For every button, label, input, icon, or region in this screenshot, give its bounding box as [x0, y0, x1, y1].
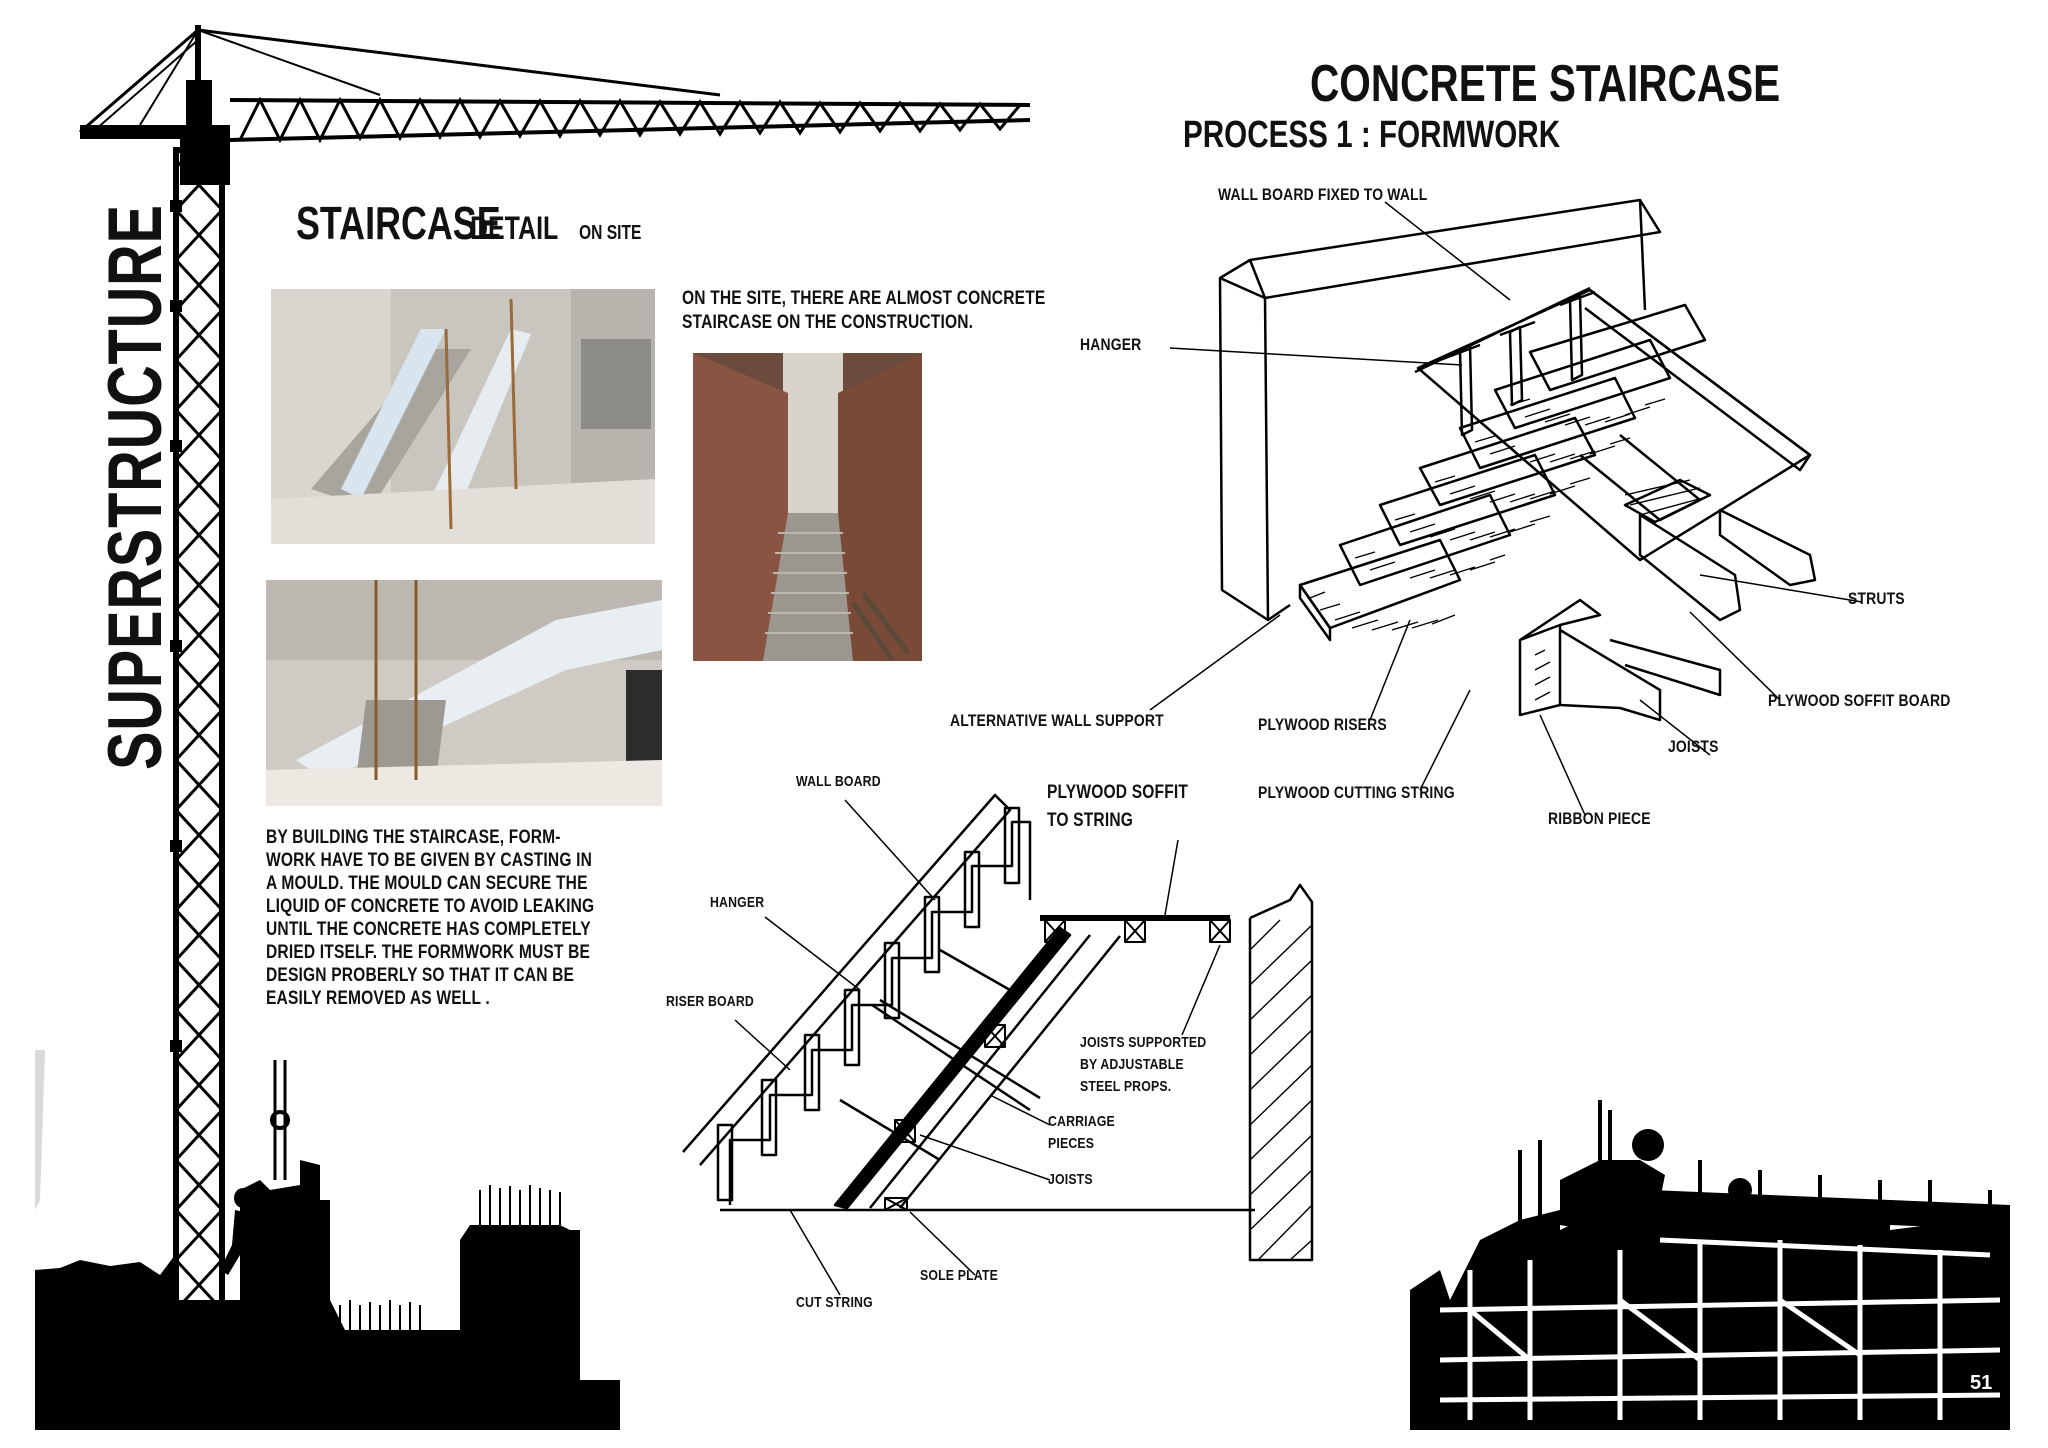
label-hanger-iso: HANGER [1080, 335, 1142, 354]
paragraph-line: EASILY REMOVED AS WELL . [266, 988, 490, 1009]
label-joists-iso: JOISTS [1668, 737, 1719, 756]
paragraph-line: WORK HAVE TO BE GIVEN BY CASTING IN [266, 850, 593, 871]
label-hanger-section: HANGER [710, 894, 765, 911]
site-photo-staircase-1 [271, 289, 655, 544]
heading-on-site: ON SITE [578, 222, 642, 244]
label-plywood-soffit-2: TO STRING [1047, 810, 1134, 831]
label-plywood-risers: PLYWOOD RISERS [1258, 715, 1387, 734]
label-riser-board: RISER BOARD [666, 993, 754, 1010]
label-struts: STRUTS [1848, 589, 1905, 608]
label-joists-supported-1: JOISTS SUPPORTED [1080, 1034, 1207, 1051]
label-ribbon-piece: RIBBON PIECE [1548, 809, 1651, 828]
label-sole-plate: SOLE PLATE [920, 1267, 998, 1284]
label-plywood-soffit-1: PLYWOOD SOFFIT [1047, 782, 1189, 803]
label-plywood-cutting-string: PLYWOOD CUTTING STRING [1258, 783, 1455, 802]
formwork-description: BY BUILDING THE STAIRCASE, FORM- WORK HA… [266, 826, 666, 1010]
caption-line: ON THE SITE, THERE ARE ALMOST CONCRETE [682, 288, 1046, 309]
concrete-staircase-title: CONCRETE STAIRCASE [1310, 55, 1781, 113]
label-joists-section: JOISTS [1048, 1171, 1093, 1188]
superstructure-title: SUPERSTRUCTURE [93, 204, 178, 770]
page-number: 51 [1970, 1372, 1993, 1394]
heading-detail: DETAIL [470, 210, 559, 246]
paragraph-line: LIQUID OF CONCRETE TO AVOID LEAKING [266, 896, 595, 917]
site-caption: ON THE SITE, THERE ARE ALMOST CONCRETE S… [682, 287, 1125, 335]
paragraph-line: UNTIL THE CONCRETE HAS COMPLETELY [266, 919, 591, 940]
label-plywood-soffit-board: PLYWOOD SOFFIT BOARD [1768, 691, 1951, 710]
label-wall-board: WALL BOARD [796, 773, 881, 790]
building-silhouette-left [35, 1050, 620, 1430]
label-alternative-wall-support: ALTERNATIVE WALL SUPPORT [950, 711, 1164, 730]
scaffold-frame-lines [1439, 1237, 2001, 1420]
vertical-section-title: SUPERSTRUCTURE [93, 26, 178, 770]
label-carriage-2: PIECES [1048, 1135, 1095, 1152]
staircase-detail-heading: STAIRCASE DETAIL ON SITE [296, 196, 659, 250]
paragraph-line: DESIGN PROBERLY SO THAT IT CAN BE [266, 965, 575, 986]
paragraph-line: BY BUILDING THE STAIRCASE, FORM- [266, 827, 561, 848]
heading-staircase: STAIRCASE [296, 197, 501, 249]
section-formwork-drawing [682, 793, 1314, 1296]
site-photo-brick-stair [693, 353, 922, 661]
caption-line: STAIRCASE ON THE CONSTRUCTION. [682, 312, 974, 333]
label-joists-supported-3: STEEL PROPS. [1080, 1078, 1172, 1095]
label-cut-string: CUT STRING [796, 1294, 873, 1311]
process-formwork-subtitle: PROCESS 1 : FORMWORK [1183, 114, 1561, 156]
paragraph-line: DRIED ITSELF. THE FORMWORK MUST BE [266, 942, 591, 963]
isometric-formwork-drawing [1149, 198, 1863, 816]
label-carriage-1: CARRIAGE [1048, 1113, 1115, 1130]
paragraph-line: A MOULD. THE MOULD CAN SECURE THE [266, 873, 588, 894]
site-photo-staircase-2 [266, 580, 662, 806]
label-wall-board-fixed: WALL BOARD FIXED TO WALL [1218, 185, 1428, 204]
scaffold-workers-silhouette [1410, 1100, 2010, 1430]
label-joists-supported-2: BY ADJUSTABLE [1080, 1056, 1184, 1073]
